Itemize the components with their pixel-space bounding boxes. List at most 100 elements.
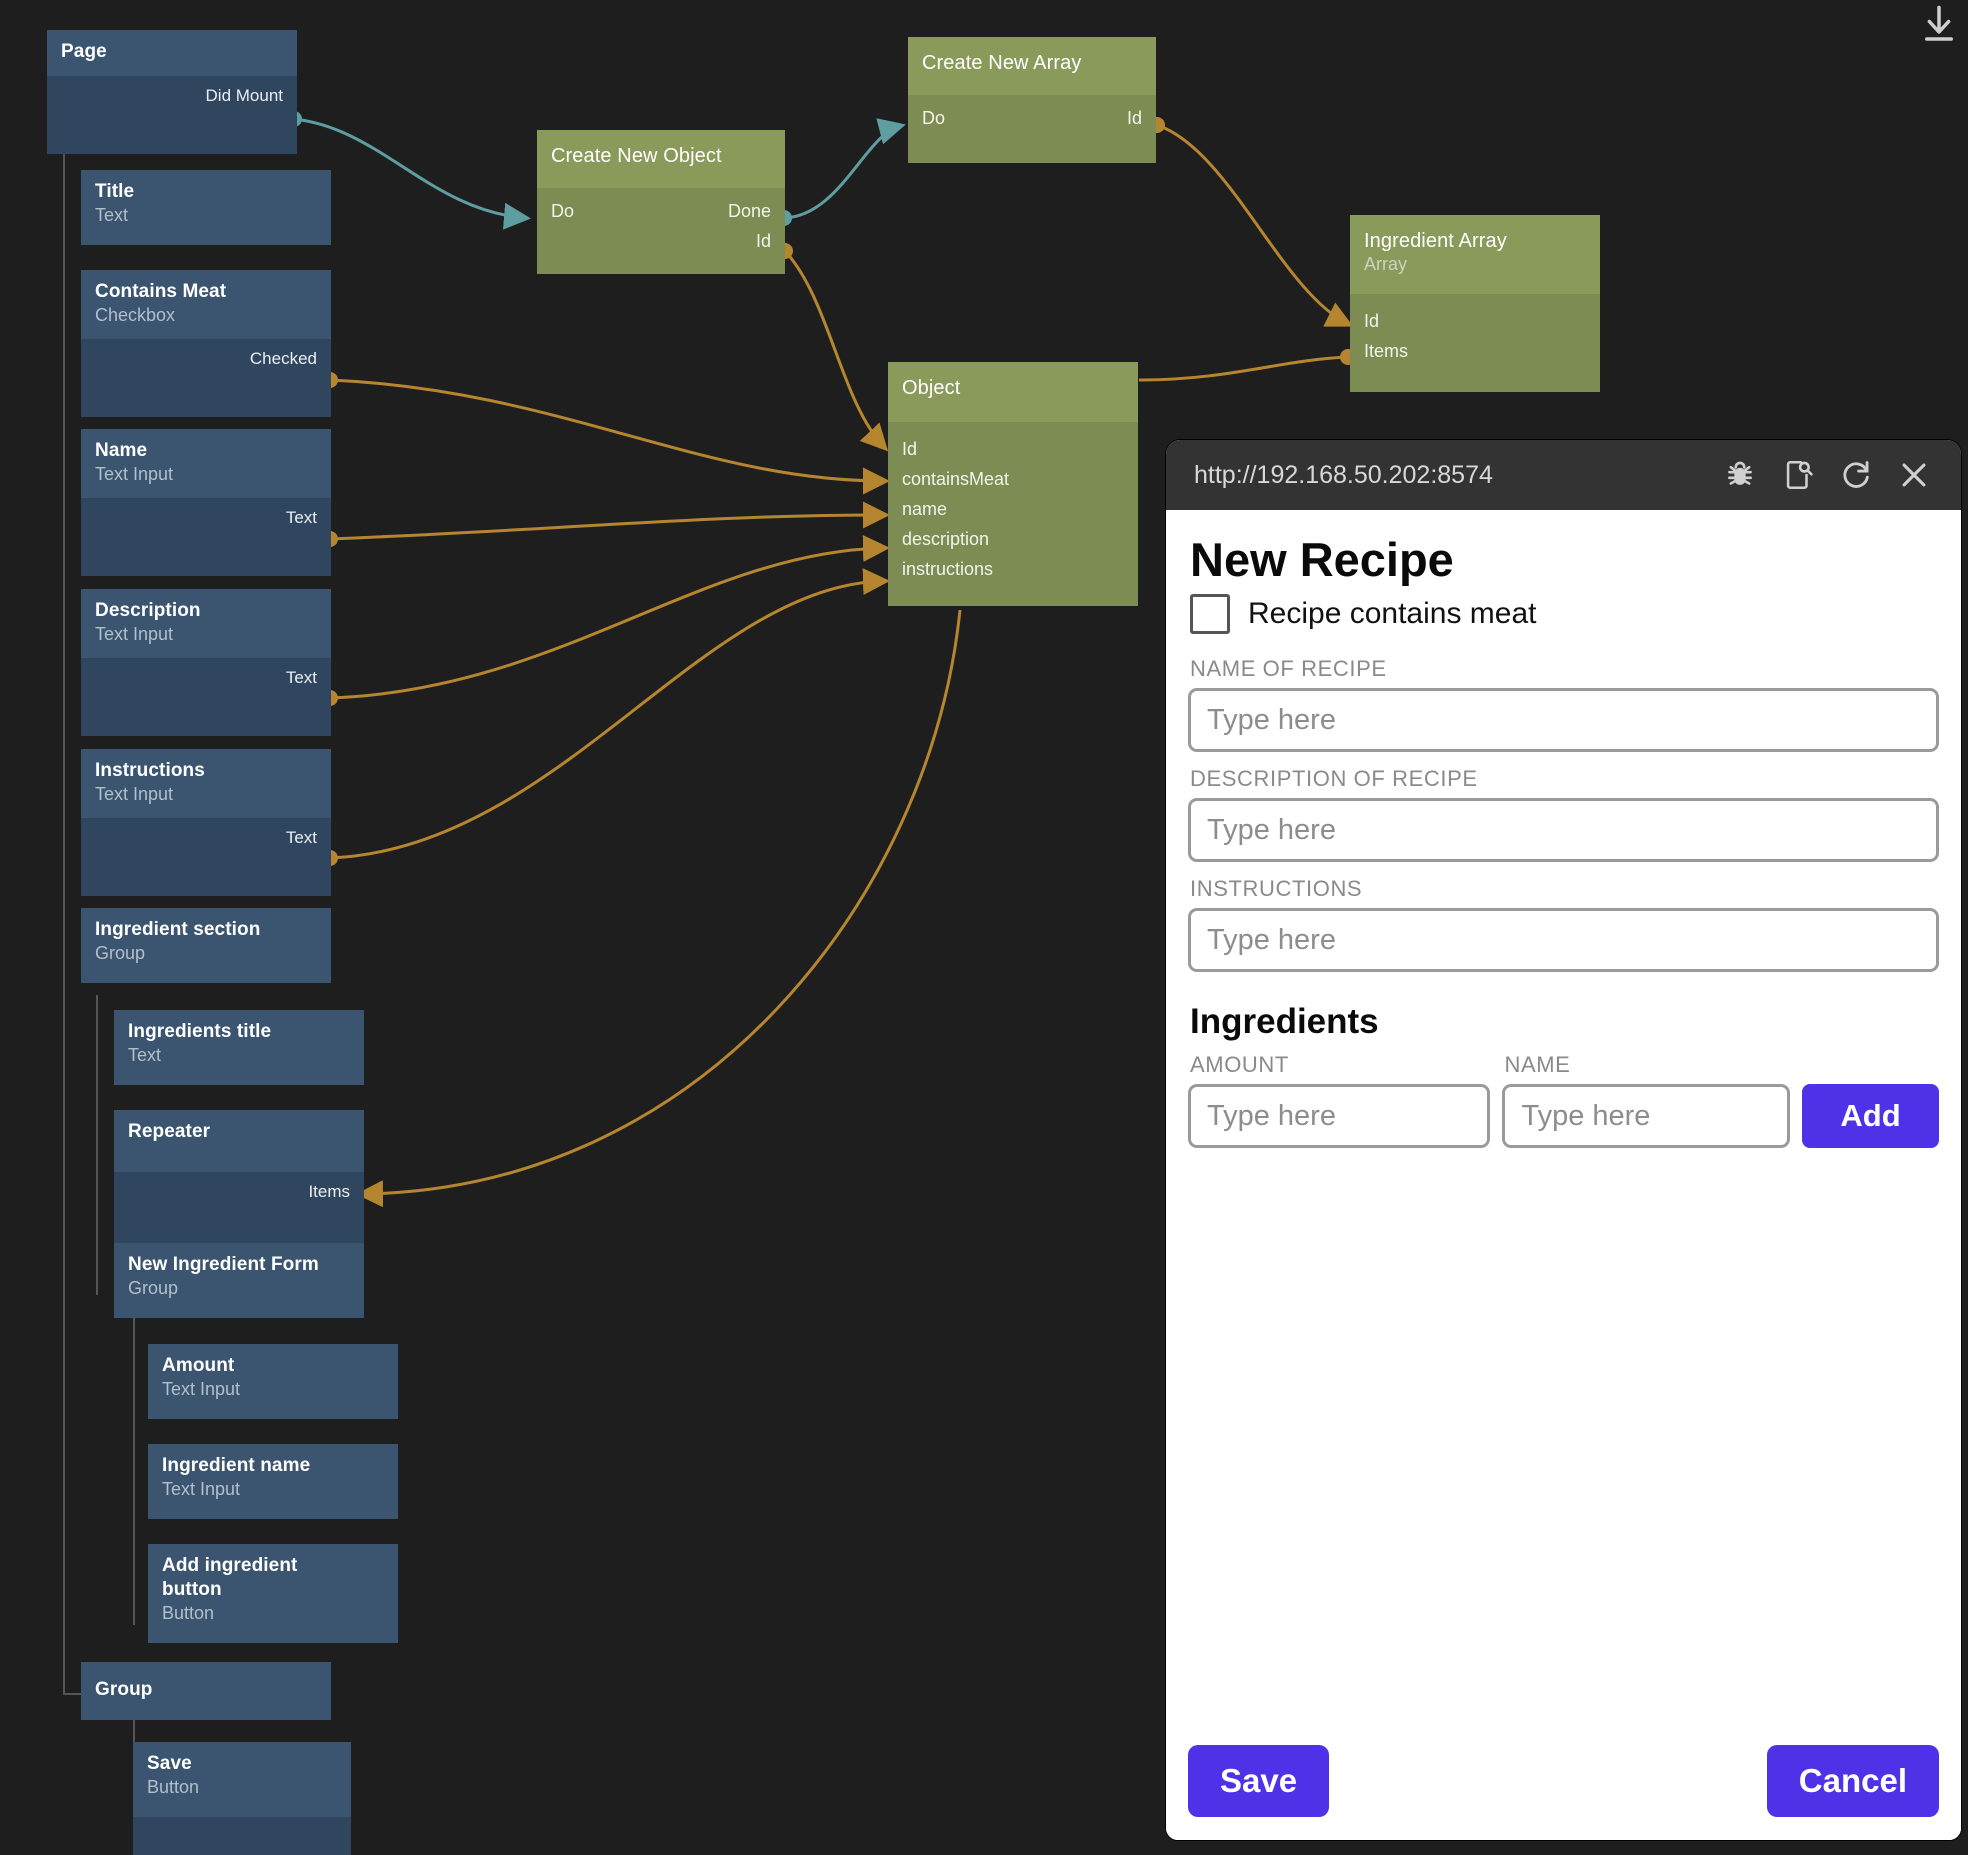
ingredient-name-input[interactable] — [1502, 1084, 1791, 1148]
cancel-button[interactable]: Cancel — [1766, 1745, 1939, 1817]
instructions-label: INSTRUCTIONS — [1190, 876, 1363, 901]
tree-node-name[interactable]: Name Text Input Text — [81, 429, 331, 576]
port-in-id[interactable]: Id — [902, 439, 918, 459]
node-header: Repeater — [114, 1110, 364, 1172]
port-out[interactable]: Text — [285, 508, 317, 527]
tree-guide — [63, 150, 65, 1695]
instructions-input[interactable] — [1188, 908, 1939, 972]
node-header: Ingredient name Text Input — [148, 1444, 398, 1519]
node-subtitle: Text Input — [162, 1479, 241, 1499]
port-in-name[interactable]: name — [902, 499, 948, 519]
tree-node-ingredient-name[interactable]: Ingredient name Text Input — [148, 1444, 398, 1519]
tree-node-group[interactable]: Group — [81, 1662, 331, 1720]
port-out[interactable]: Text — [285, 668, 317, 687]
node-body: Items — [114, 1172, 364, 1250]
node-body: Text — [81, 498, 331, 576]
node-subtitle: Text Input — [95, 624, 174, 644]
ingredient-name-label: NAME — [1504, 1052, 1571, 1077]
node-header: Save Button — [133, 1742, 351, 1817]
port-out[interactable]: Items — [308, 1182, 350, 1201]
contains-meat-row[interactable]: Recipe contains meat — [1190, 594, 1939, 634]
port-out-id[interactable]: Id — [1126, 108, 1142, 128]
close-icon[interactable] — [1885, 446, 1943, 504]
port-out-done[interactable]: Done — [727, 201, 771, 221]
node-body: Text — [81, 658, 331, 736]
node-body: Id containsMeat name description instruc… — [888, 422, 1138, 606]
node-title: Ingredient Array — [1364, 230, 1507, 252]
amount-label: AMOUNT — [1190, 1052, 1289, 1077]
tree-node-page[interactable]: Page Did Mount — [47, 30, 297, 154]
tree-node-description[interactable]: Description Text Input Text — [81, 589, 331, 736]
node-body: Id Items — [1350, 294, 1600, 392]
port-in-items[interactable]: Items — [1364, 341, 1409, 361]
port-out[interactable]: Did Mount — [205, 86, 283, 105]
ingredient-amount-group: AMOUNT — [1188, 1052, 1491, 1162]
node-header: Add ingredient button Button — [148, 1544, 398, 1643]
preview-browser-panel[interactable]: http://192.168.50.202:8574 — [1166, 440, 1961, 1840]
node-subtitle: Button — [162, 1603, 215, 1623]
url-text[interactable]: http://192.168.50.202:8574 — [1194, 460, 1493, 489]
node-title: Ingredients title — [128, 1021, 272, 1042]
node-subtitle: Button — [147, 1777, 200, 1797]
node-title: Contains Meat — [95, 281, 227, 302]
node-subtitle: Checkbox — [95, 305, 176, 325]
page-title: New Recipe — [1190, 533, 1454, 586]
tree-node-add-ingredient-button[interactable]: Add ingredient button Button — [148, 1544, 398, 1643]
node-title: Page — [61, 41, 107, 62]
description-of-recipe-label: DESCRIPTION OF RECIPE — [1190, 766, 1478, 791]
tree-node-contains-meat[interactable]: Contains Meat Checkbox Checked — [81, 270, 331, 417]
logic-node-object[interactable]: Object Id containsMeat name description … — [888, 362, 1138, 606]
tree-node-amount[interactable]: Amount Text Input — [148, 1344, 398, 1419]
port-in-id[interactable]: Id — [1364, 311, 1380, 331]
add-ingredient-button[interactable]: Add — [1802, 1084, 1940, 1148]
port-out[interactable]: Text — [285, 828, 317, 847]
logic-node-create-new-array[interactable]: Create New Array Do Id — [908, 37, 1156, 163]
tree-node-ingredient-section[interactable]: Ingredient section Group — [81, 908, 331, 983]
node-title: Title — [95, 181, 135, 202]
node-subtitle: Array — [1364, 254, 1408, 274]
port-in-do[interactable]: Do — [551, 201, 575, 221]
node-header: Create New Array — [908, 37, 1156, 95]
port-in-description[interactable]: description — [902, 529, 990, 549]
node-body: Do Done Id — [537, 188, 785, 274]
bug-icon[interactable] — [1711, 446, 1769, 504]
node-header: Ingredient section Group — [81, 908, 331, 983]
node-header: Contains Meat Checkbox — [81, 270, 331, 339]
logic-node-ingredient-array[interactable]: Ingredient Array Array Id Items — [1350, 215, 1600, 392]
port-in-instructions[interactable]: instructions — [902, 559, 994, 579]
inspect-page-icon[interactable] — [1769, 446, 1827, 504]
tree-node-repeater[interactable]: Repeater Items — [114, 1110, 364, 1250]
tree-node-new-ingredient-form[interactable]: New Ingredient Form Group — [114, 1243, 364, 1318]
amount-input[interactable] — [1188, 1084, 1491, 1148]
tree-node-title[interactable]: Title Text — [81, 170, 331, 245]
node-header: Ingredient Array Array — [1350, 215, 1600, 294]
download-icon[interactable] — [1918, 2, 1960, 53]
form-footer: Save Cancel — [1166, 1722, 1961, 1840]
node-header: Object — [888, 362, 1138, 422]
port-in-containsmeat[interactable]: containsMeat — [902, 469, 1010, 489]
node-header: Title Text — [81, 170, 331, 245]
tree-node-ingredients-title[interactable]: Ingredients title Text — [114, 1010, 364, 1085]
browser-chrome-bar: http://192.168.50.202:8574 — [1166, 440, 1961, 510]
port-row: Do Id — [922, 103, 1142, 133]
node-title: New Ingredient Form — [128, 1254, 319, 1275]
description-of-recipe-input[interactable] — [1188, 798, 1939, 862]
tree-node-save[interactable]: Save Button — [133, 1742, 351, 1855]
contains-meat-checkbox[interactable] — [1190, 594, 1230, 634]
save-button[interactable]: Save — [1188, 1745, 1330, 1817]
reload-icon[interactable] — [1827, 446, 1885, 504]
node-subtitle: Group — [95, 943, 146, 963]
port-in-do[interactable]: Do — [922, 108, 946, 128]
node-header: Instructions Text Input — [81, 749, 331, 818]
port-out-id[interactable]: Id — [755, 231, 771, 251]
tree-node-instructions[interactable]: Instructions Text Input Text — [81, 749, 331, 896]
logic-node-create-new-object[interactable]: Create New Object Do Done Id — [537, 130, 785, 274]
ingredient-name-group: NAME — [1502, 1052, 1791, 1162]
node-body: Checked — [81, 339, 331, 417]
port-out[interactable]: Checked — [249, 349, 317, 368]
node-subtitle: Text — [95, 205, 129, 225]
node-body: Text — [81, 818, 331, 896]
name-of-recipe-input[interactable] — [1188, 688, 1939, 752]
node-header: Group — [81, 1662, 331, 1720]
node-title: Description — [95, 600, 201, 621]
